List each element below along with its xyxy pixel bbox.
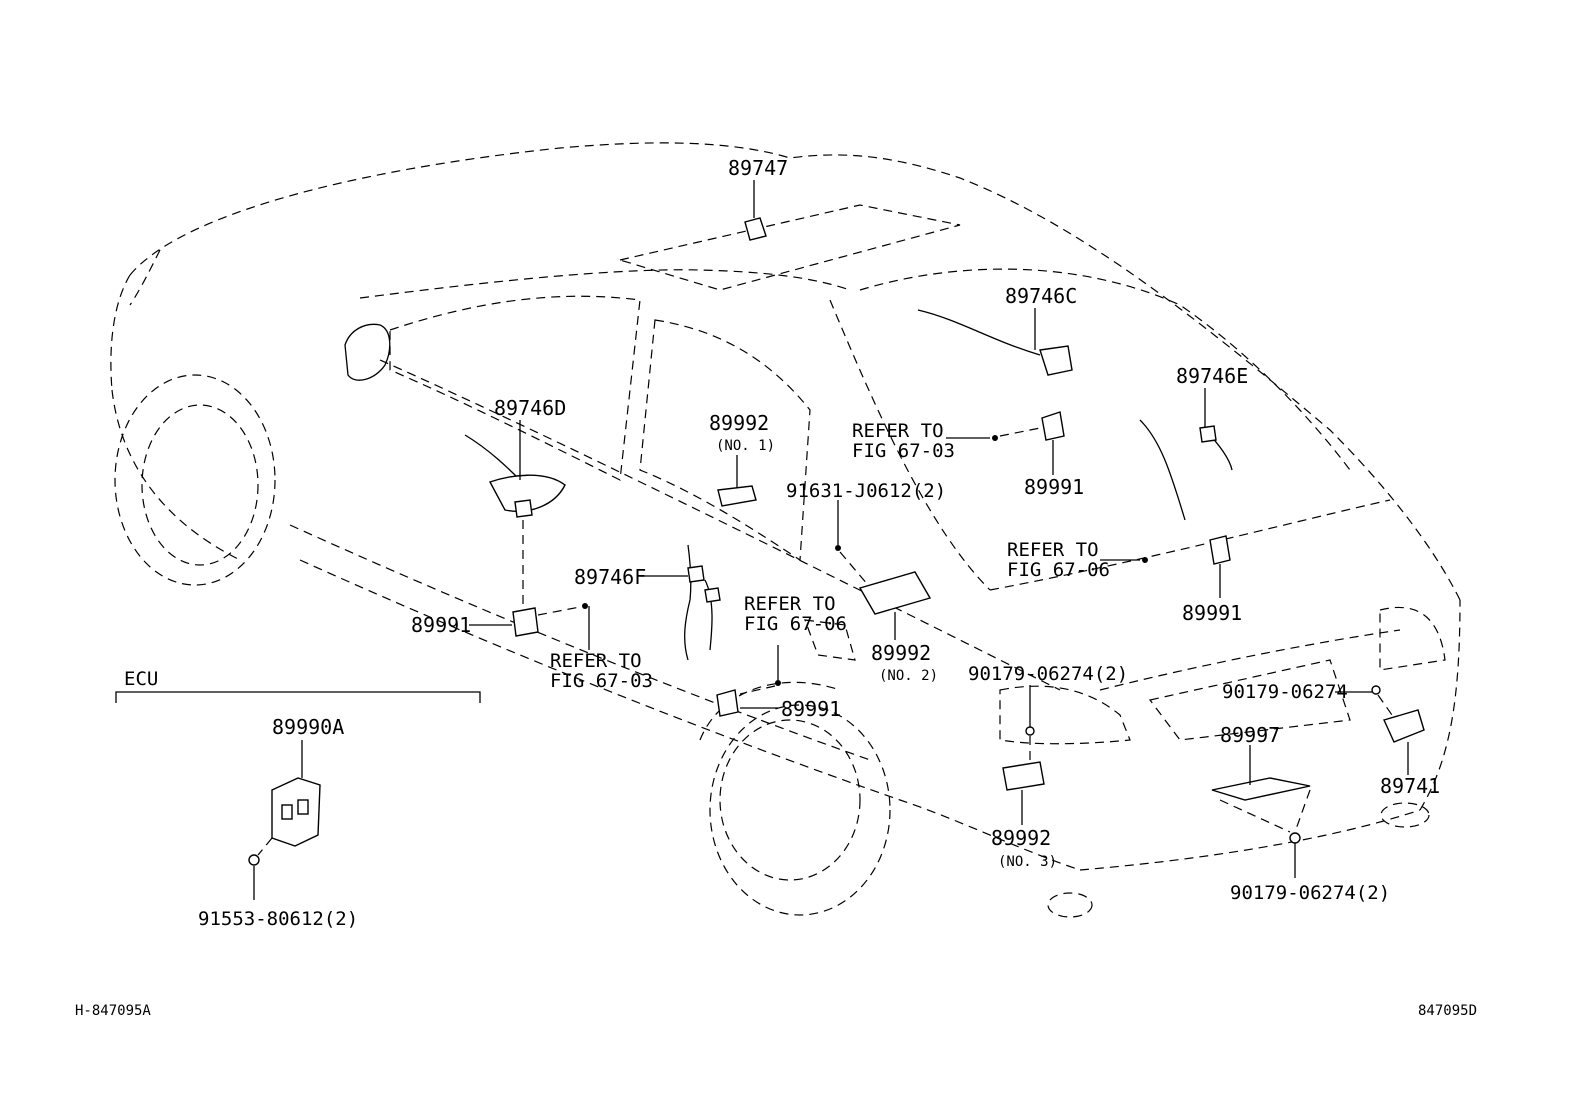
label-no1: (NO. 1) [716,438,775,454]
part-89746F[interactable] [640,544,721,661]
part-89990A[interactable] [248,740,321,900]
label-89991-top: 89991 [1024,475,1084,499]
part-89991-rear[interactable] [1100,535,1231,598]
label-89991-left: 89991 [411,613,471,637]
labels: 89747 89746C 89746E 89746D 89746F 89992 … [75,156,1477,1019]
label-refer-top-1: REFER TO [852,420,944,442]
part-90179-a[interactable] [1025,685,1035,770]
label-89992-no1: 89992 [709,411,769,435]
part-89991-top[interactable] [946,411,1065,475]
label-89746F: 89746F [574,565,646,589]
label-89741: 89741 [1380,774,1440,798]
part-89991-left[interactable] [469,603,590,650]
label-code-left: H-847095A [75,1003,151,1019]
label-89991-mid: 89991 [781,697,841,721]
label-91631: 91631-J0612(2) [786,480,946,502]
label-no2: (NO. 2) [879,668,938,684]
label-89746C: 89746C [1005,284,1077,308]
label-89991-rear: 89991 [1182,601,1242,625]
part-90179-b[interactable] [1335,685,1393,716]
label-no3: (NO. 3) [998,854,1057,870]
part-89991-mid[interactable] [716,645,781,717]
label-refer-left-2: FIG 67-03 [550,670,653,692]
part-89992-no1[interactable] [717,455,757,507]
label-90179-a: 90179-06274(2) [968,663,1128,685]
part-89741[interactable] [1383,709,1425,775]
label-refer-rear-2: FIG 67-06 [1007,559,1110,581]
ecu-group [115,691,481,703]
part-89746D[interactable] [464,420,566,610]
label-refer-top-2: FIG 67-03 [852,440,955,462]
part-91631[interactable] [835,500,869,586]
label-90179-c: 90179-06274(2) [1230,882,1390,904]
part-89746C[interactable] [917,308,1073,376]
label-89997: 89997 [1220,723,1280,747]
label-90179-b: 90179-06274 [1222,681,1348,703]
label-ecu: ECU [124,668,158,690]
label-89747: 89747 [728,156,788,180]
part-89997[interactable] [1211,745,1311,833]
part-90179-c[interactable] [1289,832,1301,878]
label-refer-mid-1: REFER TO [744,593,836,615]
label-refer-rear-1: REFER TO [1007,539,1099,561]
label-refer-mid-2: FIG 67-06 [744,613,847,635]
label-89746D: 89746D [494,396,566,420]
label-89990A: 89990A [272,715,344,739]
part-89992-no3[interactable] [1002,761,1045,825]
label-89992-no2: 89992 [871,641,931,665]
part-89746E[interactable] [1139,388,1233,521]
label-refer-left-1: REFER TO [550,650,642,672]
label-89992-no3: 89992 [991,826,1051,850]
label-89746E: 89746E [1176,364,1248,388]
part-89992-no2[interactable] [858,571,932,640]
label-code-right: 847095D [1418,1003,1477,1019]
label-91553: 91553-80612(2) [198,908,358,930]
part-89747[interactable] [744,180,767,241]
